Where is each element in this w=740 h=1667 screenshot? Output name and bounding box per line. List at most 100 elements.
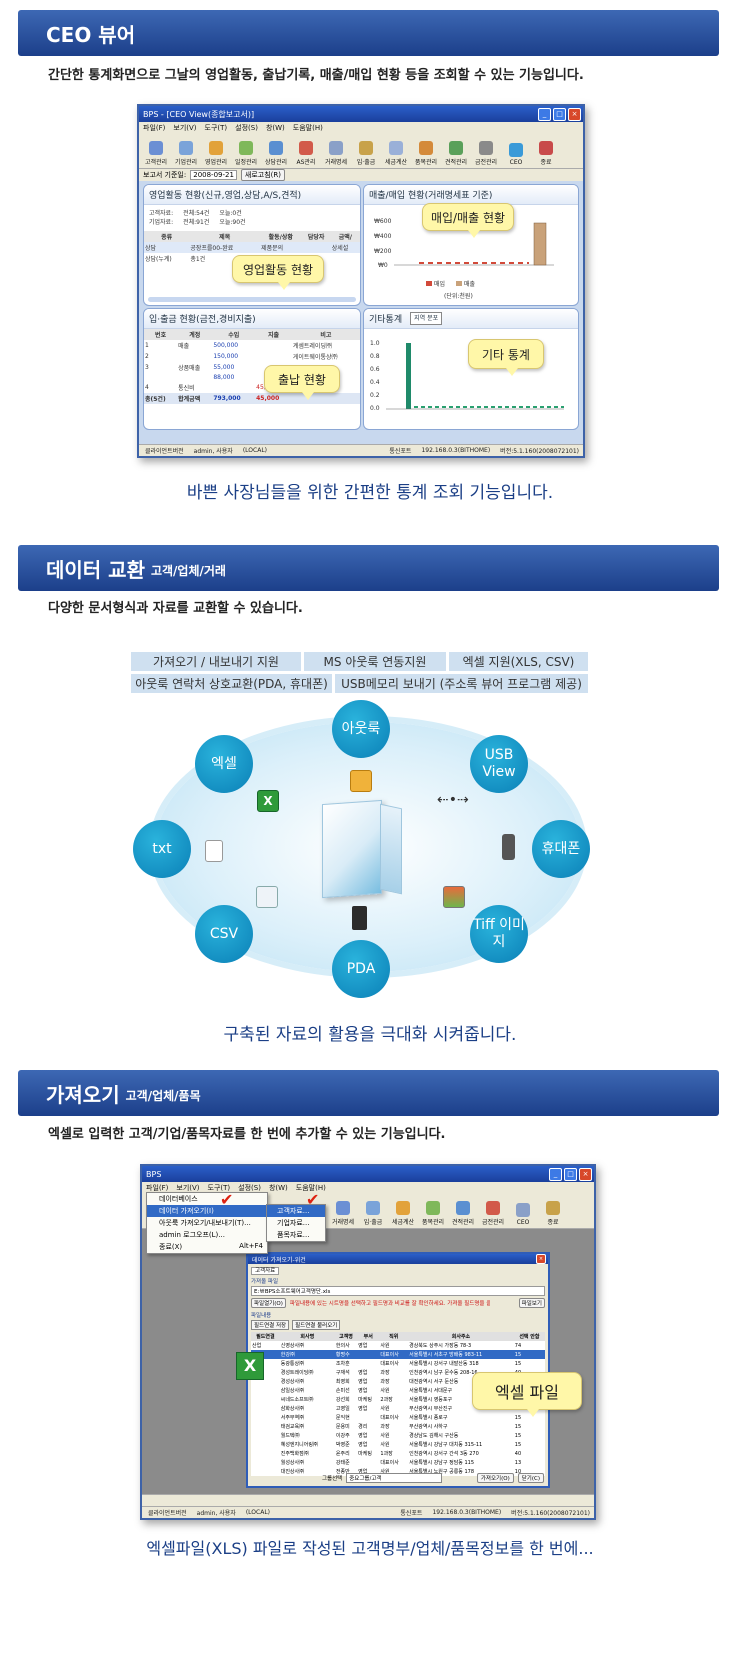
toolbar-button[interactable]: 거래명세 <box>321 141 351 168</box>
grid-header[interactable]: 부서 <box>363 1334 373 1340</box>
sales-header[interactable]: 종류 <box>161 234 173 241</box>
toolbar-button[interactable]: 견적관리 <box>448 1201 478 1228</box>
table-row[interactable]: 88,000 <box>144 373 360 382</box>
menu-item[interactable]: 파일(F) <box>146 1184 169 1192</box>
toolbar-button[interactable]: 입·출금 <box>351 141 381 168</box>
grid-cell: 태검교육㈜ <box>280 1424 305 1430</box>
cash-header[interactable]: 계정 <box>189 332 201 339</box>
toolbar-button[interactable]: 종료 <box>538 1201 568 1228</box>
minimize-icon[interactable]: _ <box>549 1167 562 1181</box>
menu-item[interactable]: 도움말(H) <box>295 1184 326 1192</box>
menu-item[interactable]: 도구(T) <box>204 124 228 132</box>
refresh-button[interactable]: 새로고침(R) <box>240 169 286 181</box>
toolbar-button[interactable]: 고객관리 <box>141 141 171 168</box>
dialog-import-button[interactable]: 가져오기(O) <box>476 1473 514 1483</box>
field-save-button[interactable]: 필드연결 저장 <box>251 1320 290 1330</box>
menu-item[interactable]: 설정(S) <box>238 1184 261 1192</box>
grid-cell: 황명수 <box>335 1352 350 1358</box>
file-menu-item[interactable]: 데이터 가져오기(I) <box>147 1205 267 1217</box>
menu-item[interactable]: 보기(V) <box>173 124 197 132</box>
file-menu-item[interactable]: 데이터베이스 <box>147 1193 267 1205</box>
toolbar-button[interactable]: 기업관리 <box>171 141 201 168</box>
grid-header[interactable]: 필드연결 <box>256 1334 275 1340</box>
file-menu-item[interactable]: 종료(X)Alt+F4 <box>147 1241 267 1253</box>
toolbar-button[interactable]: 품목관리 <box>411 141 441 168</box>
toolbar-button[interactable]: 상담관리 <box>261 141 291 168</box>
grid-cell: 15 <box>514 1423 522 1430</box>
dialog-file-field[interactable]: E:￦BPS소프트웨어고객명단.xls <box>251 1286 545 1296</box>
other-select[interactable]: 지역 분포 <box>410 312 443 325</box>
group-select[interactable]: 중요그룹/고객 <box>346 1473 443 1483</box>
close-icon[interactable]: × <box>579 1167 592 1181</box>
toolbar-button[interactable]: 거래명세 <box>328 1201 358 1228</box>
toolbar-button[interactable]: 금전관리 <box>471 141 501 168</box>
toolbar-button[interactable]: 세금계산 <box>381 141 411 168</box>
toolbar-button[interactable]: 영업관리 <box>201 141 231 168</box>
menu-item[interactable]: 파일(F) <box>143 124 166 132</box>
menu-item[interactable]: 도움말(H) <box>292 124 323 132</box>
toolbar-button[interactable]: 품목관리 <box>418 1201 448 1228</box>
table-row[interactable]: 상담(누계)총1건 <box>144 253 360 264</box>
sales-header[interactable]: 활동/상황 <box>268 234 293 241</box>
sales-header[interactable]: 제목 <box>219 234 231 241</box>
grid-header[interactable]: 회사주소 <box>451 1334 471 1340</box>
cash-header[interactable]: 번호 <box>155 332 167 339</box>
file-menu-item[interactable]: admin 로그오프(L)... <box>147 1229 267 1241</box>
toolbar-button[interactable]: 금전관리 <box>478 1201 508 1228</box>
grid-header[interactable]: 직위 <box>389 1334 399 1340</box>
toolbar-button[interactable]: 입·출금 <box>358 1201 388 1228</box>
dialog-open-button[interactable]: 파일열기(O) <box>251 1298 286 1308</box>
menu-item[interactable]: 창(W) <box>265 124 285 132</box>
cash-header[interactable]: 비고 <box>320 332 332 339</box>
grid-header[interactable]: 선택 안함 <box>519 1334 540 1340</box>
dialog-view-button[interactable]: 파일보기 <box>518 1298 545 1308</box>
menu-item[interactable]: 설정(S) <box>235 124 258 132</box>
cash-header[interactable]: 수입 <box>228 332 240 339</box>
import-dialog: 데이터 가져오기-위건 × 고객자료 가져올 파일 E:￦BPS소프트웨어고객명… <box>246 1252 550 1488</box>
submenu-item[interactable]: 고객자료... <box>267 1205 325 1217</box>
toolbar-button[interactable]: 일정관리 <box>231 141 261 168</box>
sales-header[interactable]: 금액/ <box>338 234 352 241</box>
toolbar-button[interactable]: 견적관리 <box>441 141 471 168</box>
file-menu-item[interactable]: 아웃룩 가져오기/내보내기(T)... <box>147 1217 267 1229</box>
dialog-tab[interactable]: 고객자료 <box>251 1267 280 1275</box>
minimize-icon[interactable]: _ <box>538 107 551 121</box>
grid-header[interactable]: 고객명 <box>339 1334 353 1340</box>
toolbar-button[interactable]: 세금계산 <box>388 1201 418 1228</box>
close-icon[interactable]: × <box>536 1254 546 1264</box>
menu-item[interactable]: 창(W) <box>268 1184 288 1192</box>
grid-header[interactable]: 회사명 <box>300 1334 315 1340</box>
sales-scrollbar[interactable] <box>148 297 356 302</box>
report-date-field[interactable]: 2008-09-21 <box>190 170 237 180</box>
submenu-item[interactable]: 기업자료... <box>277 1219 310 1227</box>
toolbar-button[interactable]: AS관리 <box>291 141 321 168</box>
field-load-button[interactable]: 필드연결 불러오기 <box>292 1320 341 1330</box>
menu-item[interactable]: 보기(V) <box>176 1184 200 1192</box>
maximize-icon[interactable]: □ <box>564 1167 577 1181</box>
dialog-close-button[interactable]: 닫기(C) <box>517 1473 544 1483</box>
close-icon[interactable]: × <box>568 107 581 121</box>
maximize-icon[interactable]: □ <box>553 107 566 121</box>
sales-header[interactable]: 담당자 <box>307 234 325 241</box>
toolbar-button[interactable]: CEO <box>508 1203 538 1228</box>
toolbar-button[interactable]: 종료 <box>531 141 561 168</box>
exchange-caption: 구축된 자료의 활용을 극대화 시켜줍니다. <box>223 1025 517 1045</box>
toolbar-button[interactable]: CEO <box>501 143 531 168</box>
menu-item[interactable]: 도구(T) <box>207 1184 231 1192</box>
cash-header[interactable]: 지출 <box>267 332 279 339</box>
submenu-item[interactable]: 품목자료... <box>277 1231 310 1239</box>
